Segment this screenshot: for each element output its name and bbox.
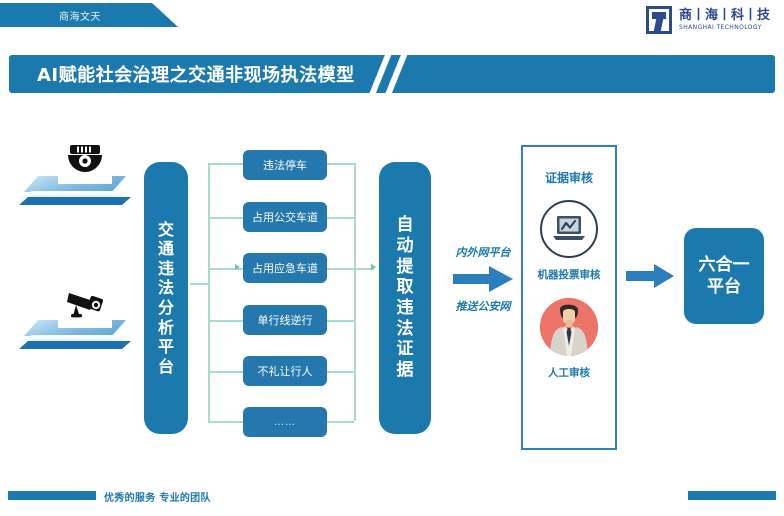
brand-text: 商丨海丨科丨技 SHANGHAI TECHNOLOGY	[678, 7, 770, 32]
connector-right-branch	[327, 320, 354, 322]
extract-platform-label: 自动提取违法证据	[396, 215, 414, 381]
evidence-review-panel: 证据审核 机器投票审核 人工审核	[521, 145, 617, 450]
connector-left-branch	[208, 268, 243, 270]
traffic-violation-analysis-platform[interactable]: 交通违法分析平台	[144, 162, 188, 434]
machine-review-icon-wrap[interactable]	[540, 200, 598, 258]
violation-box[interactable]: 单行线逆行	[243, 305, 327, 335]
arrow-label-bottom: 推送公安网	[455, 300, 511, 313]
source-camera-dome	[16, 134, 134, 210]
arrow-label-top: 内外网平台	[455, 246, 511, 259]
auto-extract-evidence-platform[interactable]: 自动提取违法证据	[379, 162, 431, 434]
connector-right-stem	[354, 268, 374, 270]
manual-review-label: 人工审核	[548, 367, 590, 379]
connector-left-spine	[208, 163, 210, 421]
connector-right-arrowhead-icon	[371, 264, 376, 270]
violation-box[interactable]: ……	[243, 407, 327, 437]
right-arrow-icon	[626, 264, 674, 288]
connector-right-branch	[327, 163, 354, 165]
violation-box[interactable]: 占用应急车道	[243, 253, 327, 283]
connector-right-branch	[327, 371, 354, 373]
violation-box[interactable]: 违法停车	[243, 150, 327, 180]
connector-right-branch	[327, 268, 354, 270]
title-banner: AI赋能社会治理之交通非现场执法模型	[9, 55, 775, 93]
violation-label: 占用公交车道	[252, 211, 318, 224]
dome-camera-tile	[58, 134, 112, 184]
connector-left-branch	[208, 421, 243, 423]
brand-name-cn: 商丨海丨科丨技	[678, 7, 770, 23]
footer-slogan: 优秀的服务 专业的团队	[104, 493, 211, 504]
bullet-camera-tile	[58, 278, 112, 328]
connector-left-branch	[208, 371, 243, 373]
laptop-chart-icon	[553, 216, 585, 240]
connector-right-branch	[327, 421, 354, 423]
violation-label: 违法停车	[263, 159, 307, 172]
brand-logo: 商丨海丨科丨技 SHANGHAI TECHNOLOGY	[645, 6, 770, 34]
page-title: AI赋能社会治理之交通非现场执法模型	[37, 65, 355, 86]
decorative-slashes-icon	[367, 55, 427, 93]
connector-left-branch	[208, 163, 243, 165]
right-arrow-icon	[453, 266, 513, 292]
connector-right-spine	[354, 163, 356, 421]
footer-bar-left	[8, 491, 96, 500]
connector-left-arrowhead-icon	[235, 264, 240, 270]
connector-right-branch	[327, 217, 354, 219]
corner-tab: 商海文天	[0, 3, 178, 27]
analysis-platform-label: 交通违法分析平台	[157, 219, 174, 376]
person-avatar-icon[interactable]	[540, 298, 598, 356]
violation-label: 单行线逆行	[257, 314, 313, 327]
six-in-one-platform-box[interactable]: 六合一平台	[684, 228, 764, 324]
corner-tab-label: 商海文天	[59, 11, 101, 23]
bullet-camera-icon	[67, 293, 103, 318]
machine-review-label: 机器投票审核	[537, 269, 601, 281]
source-camera-bullet	[16, 278, 134, 354]
connector-left-branch	[208, 217, 243, 219]
footer-bar-right	[688, 491, 776, 500]
violation-label: 占用应急车道	[252, 262, 318, 275]
person-avatar-graphic	[540, 298, 598, 356]
network-transfer-arrow-group: 内外网平台 推送公安网	[444, 234, 522, 324]
final-platform-label: 六合一平台	[698, 254, 750, 297]
connector-left-stem	[190, 283, 208, 285]
dome-camera-icon	[68, 145, 102, 172]
violation-label: 不礼让行人	[257, 365, 313, 378]
brand-name-en: SHANGHAI TECHNOLOGY	[678, 23, 762, 31]
violation-box[interactable]: 不礼让行人	[243, 356, 327, 386]
violation-label: ……	[274, 416, 296, 428]
review-panel-title: 证据审核	[544, 171, 593, 185]
violation-box[interactable]: 占用公交车道	[243, 202, 327, 232]
shanghai-technology-logo-icon	[645, 6, 672, 34]
connector-left-branch	[208, 320, 243, 322]
